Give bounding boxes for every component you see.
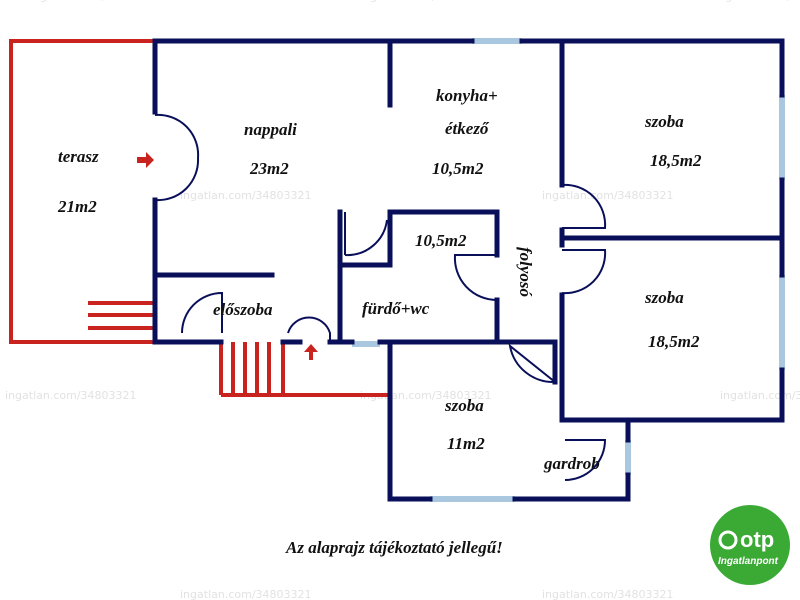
watermark: ingatlan.com/34803321 [5,389,137,402]
walls [152,38,785,502]
terrace-name: terasz [58,147,99,166]
bedroom-mid-area: 18,5m2 [648,332,700,351]
bathroom-area: 10,5m2 [415,231,467,250]
living-room-name: nappali [244,120,297,139]
watermark: ingatlan.com/34803321 [180,189,312,202]
kitchen-name: konyha+ [436,86,498,105]
watermark: ingatlan.com/34803321 [542,588,674,600]
logo-main-text: otp [740,527,774,552]
bedroom-top-area: 18,5m2 [650,151,702,170]
wardrobe-name: gardrob [543,454,600,473]
living-room-area: 23m2 [249,159,289,178]
bathroom-name: fürdő+wc [362,299,430,318]
watermark: ingatlan.com/34803321 [360,0,492,3]
disclaimer-note: Az alaprajz tájékoztató jellegű! [285,538,503,557]
front-entry-arrow-icon [304,344,318,360]
entrance-steps [219,342,390,397]
terrace-entry-arrow-icon [137,152,154,168]
bedroom-mid-name: szoba [644,288,684,307]
logo-sub-text: Ingatlanpont [718,556,779,567]
kitchen-name-line2: étkező [445,119,490,138]
bedroom-top-name: szoba [644,112,684,131]
hall-name: előszoba [213,300,273,319]
watermark-layer: ingatlan.com/34803321 ingatlan.com/34803… [5,0,800,600]
bedroom-small-name: szoba [444,396,484,415]
kitchen-area: 10,5m2 [432,159,484,178]
windows [352,38,785,502]
otp-ingatlanpont-logo: otp Ingatlanpont [710,505,790,585]
watermark: ingatlan.com/34803321 [180,588,312,600]
terrace-area: 21m2 [57,197,97,216]
entry-arrows [137,152,318,360]
doors [154,113,607,481]
terrace-outline [9,39,155,344]
corridor-name: folyosó [516,247,535,297]
watermark: ingatlan.com/34803321 [715,0,800,3]
watermark: ingatlan.com/34803321 [542,189,674,202]
watermark: ingatlan.com/34803321 [30,0,162,3]
bedroom-small-area: 11m2 [447,434,485,453]
watermark: ingatlan.com/34803321 [720,389,800,402]
watermark: ingatlan.com/34803321 [360,389,492,402]
